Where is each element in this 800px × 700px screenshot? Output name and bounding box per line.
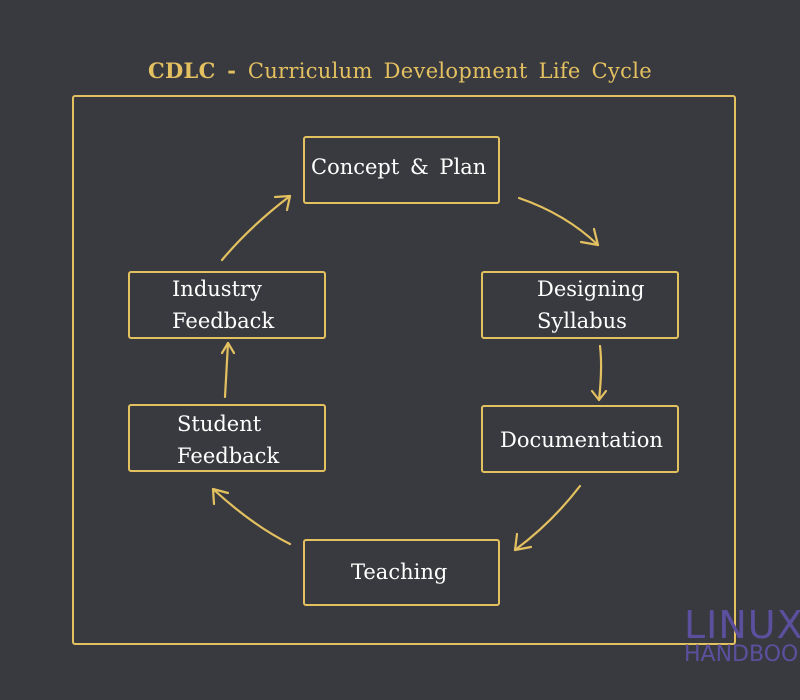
diagram-frame (72, 95, 736, 645)
title-separator: - (215, 58, 248, 83)
node-student-feedback: Student Feedback (128, 404, 326, 472)
node-designing-syllabus: Designing Syllabus (481, 271, 679, 339)
title-text: Curriculum Development Life Cycle (247, 59, 652, 83)
node-industry-feedback: Industry Feedback (128, 271, 326, 339)
watermark-line2: HANDBOOK (684, 642, 800, 667)
node-documentation: Documentation (481, 405, 679, 473)
arrow-concept-to-designing (517, 196, 600, 247)
arrow-documentation-to-teaching (513, 484, 582, 552)
node-industry-feedback-label: Industry Feedback (172, 277, 275, 333)
arrow-teaching-to-student (211, 487, 292, 546)
arrow-industry-to-concept (220, 194, 292, 262)
arrow-designing-to-documentation (590, 344, 608, 402)
title-abbr: CDLC (148, 58, 216, 83)
node-designing-syllabus-label: Designing Syllabus (537, 277, 645, 333)
node-documentation-label: Documentation (500, 428, 663, 452)
watermark-line1: LINUX (684, 603, 800, 647)
linux-handbook-watermark: LINUX HANDBOOK (684, 603, 800, 667)
arrow-student-to-industry (220, 341, 236, 399)
node-teaching: Teaching (303, 539, 500, 606)
node-concept-plan-label: Concept & Plan (311, 155, 487, 179)
diagram-title: CDLC - Curriculum Development Life Cycle (0, 58, 800, 83)
node-concept-plan: Concept & Plan (303, 136, 500, 204)
node-teaching-label: Teaching (351, 560, 448, 584)
node-student-feedback-label: Student Feedback (177, 412, 280, 468)
